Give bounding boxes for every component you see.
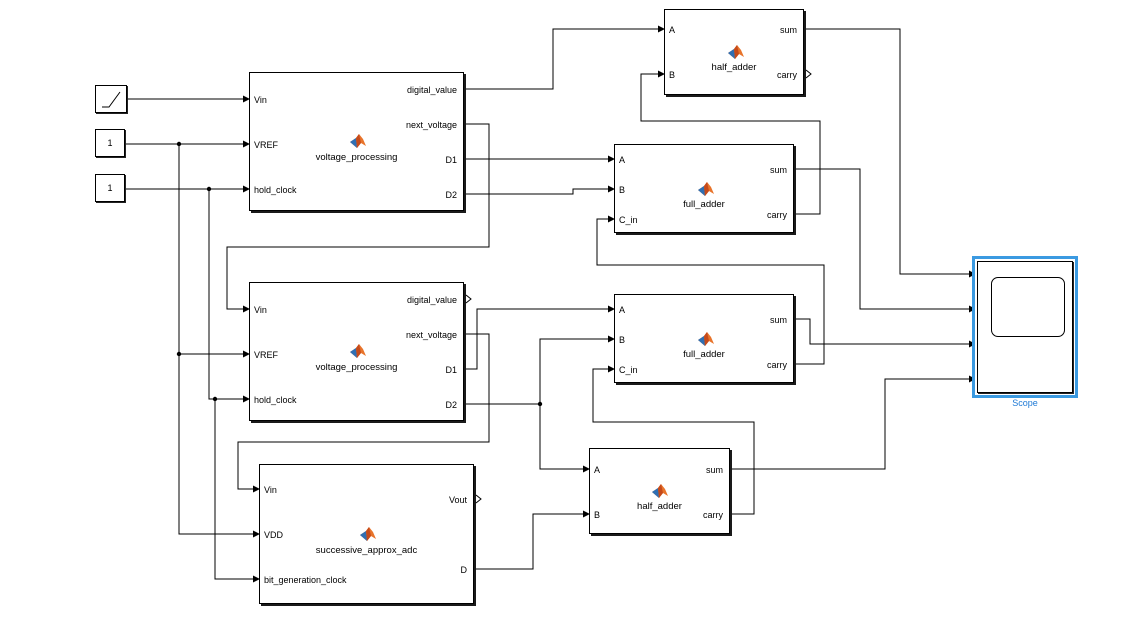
voltage-processing-block-2[interactable]: Vin VREF hold_clock digital_value next_v… — [249, 282, 464, 421]
block-name: half_adder — [637, 501, 682, 512]
port-next-voltage: next_voltage — [405, 330, 457, 340]
junction-clock — [206, 186, 212, 192]
port-b: B — [669, 70, 676, 80]
voltage-processing-block-1[interactable]: Vin VREF hold_clock digital_value next_v… — [249, 72, 464, 211]
port-bit-generation-clock: bit_generation_clock — [264, 575, 347, 585]
wire-vp2-d2 — [464, 335, 615, 405]
block-name: half_adder — [711, 62, 757, 73]
constant-value: 1 — [107, 138, 113, 148]
block-name: full_adder — [683, 199, 725, 210]
port-vref: VREF — [254, 350, 279, 360]
port-carry: carry — [777, 70, 797, 80]
ramp-icon — [102, 91, 121, 108]
port-a: A — [619, 155, 626, 165]
port-b: B — [594, 510, 601, 520]
wire-vp2-d1 — [464, 305, 615, 370]
port-sum: sum — [705, 465, 723, 475]
out-port-adc-vout — [475, 494, 482, 504]
wire-vp1-digital — [464, 25, 665, 90]
full-adder-block-1[interactable]: A B C_in sum carry full_adder — [614, 144, 794, 233]
wire-fa1-carry — [640, 70, 821, 215]
wire-fa2-carry — [596, 215, 825, 365]
scope-screen-icon — [991, 277, 1065, 337]
port-vin: Vin — [254, 95, 267, 105]
wire-fa1-sum — [794, 168, 976, 313]
half-adder-block-1[interactable]: A B sum carry half_adder — [664, 9, 804, 95]
block-name: successive_approx_adc — [315, 545, 418, 556]
port-c-in: C_in — [619, 215, 638, 225]
block-name: voltage_processing — [315, 362, 398, 373]
matlab-logo-icon — [360, 527, 376, 541]
junction-clock-2 — [212, 396, 218, 402]
port-b: B — [619, 185, 626, 195]
port-carry: carry — [767, 210, 787, 220]
half-adder-block-2[interactable]: A B sum carry half_adder — [589, 448, 730, 534]
scope-body — [977, 261, 1073, 393]
port-vref: VREF — [254, 140, 279, 150]
junction-vref-2 — [176, 351, 182, 357]
port-a: A — [619, 305, 626, 315]
junction-d2 — [537, 401, 543, 407]
port-a: A — [594, 465, 601, 475]
port-d1: D1 — [445, 365, 457, 375]
port-b: B — [619, 335, 626, 345]
wire-adc-d — [474, 510, 590, 570]
successive-approx-adc-block[interactable]: Vin VDD bit_generation_clock Vout D succ… — [259, 464, 474, 604]
port-carry: carry — [767, 360, 787, 370]
port-vout: Vout — [448, 495, 467, 505]
port-hold-clock: hold_clock — [254, 395, 297, 405]
port-digital-value: digital_value — [406, 295, 457, 305]
wire-vp2-d2-ha2 — [539, 404, 590, 473]
port-d: D — [460, 565, 468, 575]
block-name: full_adder — [683, 349, 725, 360]
wire-vref-bus — [178, 144, 260, 538]
out-port-ha1-carry — [805, 69, 812, 79]
scope-block[interactable] — [972, 256, 1078, 398]
port-d2: D2 — [445, 190, 457, 200]
matlab-logo-icon — [350, 344, 366, 358]
scope-label: Scope — [1012, 398, 1038, 408]
constant-block-2[interactable]: 1 — [95, 174, 125, 202]
constant-block-1[interactable]: 1 — [95, 129, 125, 157]
port-digital-value: digital_value — [406, 85, 457, 95]
constant-value: 1 — [107, 183, 113, 193]
wire-ha2-carry — [592, 365, 755, 515]
full-adder-block-2[interactable]: A B C_in sum carry full_adder — [614, 294, 794, 383]
port-c-in: C_in — [619, 365, 638, 375]
matlab-logo-icon — [652, 484, 668, 498]
port-d2: D2 — [445, 400, 457, 410]
port-vin: Vin — [254, 305, 267, 315]
wire-vp1-next — [226, 123, 490, 313]
block-name: voltage_processing — [315, 152, 398, 163]
out-port-vp2-digital — [465, 294, 472, 304]
junction-vref — [176, 141, 182, 147]
port-sum: sum — [779, 25, 797, 35]
port-hold-clock: hold_clock — [254, 185, 297, 195]
wire-fa2-sum — [794, 318, 976, 348]
matlab-logo-icon — [350, 134, 366, 148]
matlab-logo-icon — [698, 332, 714, 346]
wire-vp2-next — [237, 333, 490, 493]
port-vdd: VDD — [264, 530, 284, 540]
matlab-logo-icon — [728, 45, 744, 59]
wire-ha1-sum — [804, 28, 976, 278]
port-sum: sum — [769, 315, 787, 325]
ramp-source[interactable] — [95, 85, 127, 113]
wire-clock-bus — [208, 189, 250, 403]
port-next-voltage: next_voltage — [405, 120, 457, 130]
port-carry: carry — [703, 510, 723, 520]
port-a: A — [669, 25, 676, 35]
wire-clock-adc — [214, 399, 260, 583]
wire-vp1-d2 — [464, 185, 615, 195]
matlab-logo-icon — [698, 182, 714, 196]
port-vin: Vin — [264, 485, 277, 495]
port-sum: sum — [769, 165, 787, 175]
wire-ha2-sum — [730, 375, 976, 470]
port-d1: D1 — [445, 155, 457, 165]
